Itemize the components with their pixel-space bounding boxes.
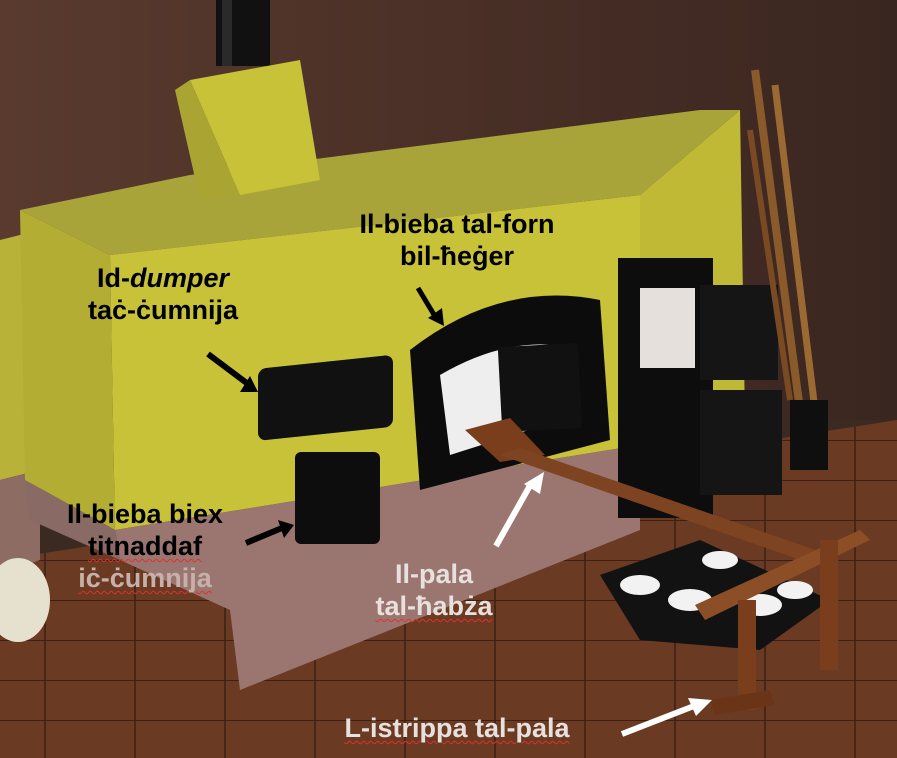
- label-stand: L-istrippa tal-pala: [302, 712, 612, 744]
- flour-sack: [0, 558, 50, 642]
- oven-base: [115, 445, 640, 690]
- label-dumper-line2: taċ-ċumnija: [87, 295, 239, 325]
- label-oven-door-line2: bil-ħeġer: [399, 241, 514, 271]
- label-peel-line1: Il-pala: [394, 559, 474, 589]
- label-peel: Il-pala tal-ħabża: [344, 558, 524, 622]
- chimney-dumper: [258, 355, 393, 441]
- arrow-ash-door: [244, 520, 294, 546]
- label-ash-door-line2: titnaddaf: [88, 531, 202, 561]
- label-ash-door: Il-bieba biex titnaddaf iċ-ċumnija: [40, 498, 250, 594]
- label-oven-door-line1: Il-bieba tal-forn: [359, 209, 555, 239]
- oven-top: [20, 110, 740, 255]
- label-stand-line1: L-istrippa tal-pala: [344, 713, 570, 743]
- label-ash-door-line3: iċ-ċumnija: [78, 563, 212, 593]
- label-dumper: Id-dumper taċ-ċumnija: [58, 262, 268, 326]
- arrow-door: [415, 286, 444, 326]
- label-ash-door-line1: Il-bieba biex: [66, 499, 224, 529]
- chimney-block: [190, 60, 320, 195]
- arrow-dumper: [206, 351, 258, 392]
- arrow-stand: [620, 698, 712, 737]
- arrow-peel: [493, 472, 544, 548]
- label-oven-door: Il-bieba tal-forn bil-ħeġer: [322, 208, 592, 272]
- label-dumper-italic: dumper: [129, 263, 229, 293]
- label-dumper-prefix: Id-: [96, 263, 130, 293]
- bread-peel-handle: [500, 448, 830, 565]
- label-peel-line2: tal-ħabża: [375, 591, 493, 621]
- oven-side: [20, 210, 115, 530]
- bread-trays: [600, 540, 830, 650]
- ash-door: [295, 452, 380, 544]
- firebox-door: [700, 285, 778, 380]
